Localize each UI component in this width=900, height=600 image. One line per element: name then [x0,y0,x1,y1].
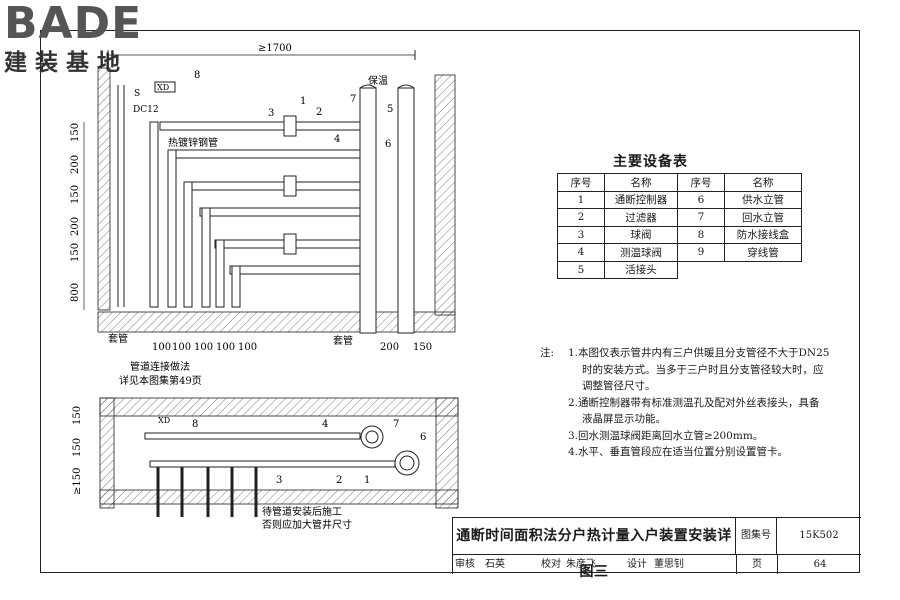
design-label: 设计 [627,559,647,570]
notes-section: 注: 1.本图仅表示管井内有三户供暖且分支管径不大于DN25时的安装方式。当多于… [540,345,830,461]
note-item: 4.水平、垂直管段应在适当位置分别设置管卡。 [568,446,789,458]
svg-text:150: 150 [70,123,81,142]
svg-text:200: 200 [70,217,81,236]
svg-text:100: 100 [194,342,213,353]
svg-text:100: 100 [216,342,235,353]
svg-text:≥150: ≥150 [72,468,83,495]
svg-text:3: 3 [276,475,282,486]
svg-text:150: 150 [72,406,83,425]
page-number: 64 [777,555,862,574]
plan-dimensions: 150 150 ≥150 [72,406,83,495]
svg-text:150: 150 [70,243,81,262]
svg-text:150: 150 [413,342,432,353]
plan-xd-label: XD [158,416,170,425]
svg-text:1: 1 [364,475,370,486]
drawing-title: 通断时间面积法分户热计量入户装置安装详图三 [453,518,736,580]
reviewer-name: 石英 [485,559,505,570]
bade-logo: BADE 建装基地 [4,0,143,77]
callout-7: 7 [350,94,356,105]
title-block: 通断时间面积法分户热计量入户装置安装详图三 图集号 15K502 审核 石英 校… [452,517,862,580]
plan-drawing: XD 8 4 7 6 3 2 1 150 150 ≥150 待管道安装后施工 否… [72,397,459,531]
svg-text:7: 7 [393,419,399,430]
svg-text:4: 4 [322,419,328,430]
callout-6: 6 [385,139,391,150]
svg-text:200: 200 [70,155,81,174]
callout-5: 5 [387,104,393,115]
elevation-callouts: 8 1 2 3 7 5 4 6 [194,70,393,150]
note-item: 2.通断控制器带有标准测温孔及配对外丝表接头，具备液晶屏显示功能。 [568,396,820,426]
pending-note-line2: 否则应加大管井尺寸 [262,518,352,531]
atlas-no: 15K502 [777,518,861,555]
checker-name: 朱彦飞 [566,559,596,570]
svg-text:100: 100 [152,342,171,353]
review-label: 审核 [455,559,475,570]
page-label: 页 [736,555,777,574]
controllers [154,81,297,255]
atlas-no-label: 图集号 [736,518,777,555]
svg-text:8: 8 [192,419,198,430]
insulation-label: 保温 [368,74,388,87]
xd-label: XD [157,83,169,92]
note-item: 1.本图仅表示管井内有三户供暖且分支管径不大于DN25时的安装方式。当多于三户时… [568,347,830,392]
callout-2: 2 [316,107,322,118]
note-item: 3.回水测温球阀距离回水立管≥200mm。 [568,429,764,442]
callout-1: 1 [300,96,306,107]
plan-left-wall [99,397,115,509]
plan-branch-stubs [156,467,258,517]
plan-floor-edge [99,489,459,505]
sleeve-right-label: 套管 [333,334,353,347]
branch-pipes [117,85,361,308]
plan-callouts: 8 4 7 6 3 2 1 [192,419,426,486]
dc12-label: DC12 [133,105,159,115]
svg-text:100: 100 [238,342,257,353]
svg-text:100: 100 [172,342,191,353]
svg-text:150: 150 [70,185,81,204]
plan-right-wall [435,397,459,509]
svg-text:800: 800 [70,283,81,302]
table-header-row: 序号 名称 序号 名称 [557,173,802,192]
top-dimension: ≥1700 [258,43,292,54]
bottom-dimensions: 100 100 100 100 100 200 150 [152,342,432,353]
svg-text:150: 150 [72,438,83,457]
left-wall [97,67,111,311]
s-label: S [134,89,140,99]
galv-pipe-label: 热镀锌钢管 [168,136,218,149]
designer-name: 董思钊 [654,559,684,570]
plan-pipes [144,425,420,476]
sleeve-left-label: 套管 [108,332,128,345]
elevation-drawing: ≥1700 XD DC12 S 保温 热镀锌钢管 8 1 2 3 7 [70,43,456,387]
vertical-dimensions: 150 200 150 200 150 800 [70,123,81,302]
callout-8: 8 [194,70,200,81]
callout-3: 3 [268,108,274,119]
svg-text:6: 6 [420,432,426,443]
callout-4: 4 [334,134,340,145]
connect-note-line1: 管道连接做法 [130,360,190,373]
supply-riser [397,87,415,334]
notes-label: 注: [540,347,555,359]
logo-main-text: BADE [4,0,143,49]
plan-top-wall [99,397,459,417]
pending-note-line1: 待管道安装后施工 [262,505,342,518]
equipment-table-title: 主要设备表 [613,154,688,170]
connect-note-line2: 详见本图集第49页 [119,374,202,387]
right-wall [434,74,456,316]
svg-text:200: 200 [380,342,399,353]
check-label: 校对 [541,559,561,570]
drawing-frame [40,30,860,573]
svg-text:2: 2 [336,475,342,486]
return-riser [359,87,377,334]
